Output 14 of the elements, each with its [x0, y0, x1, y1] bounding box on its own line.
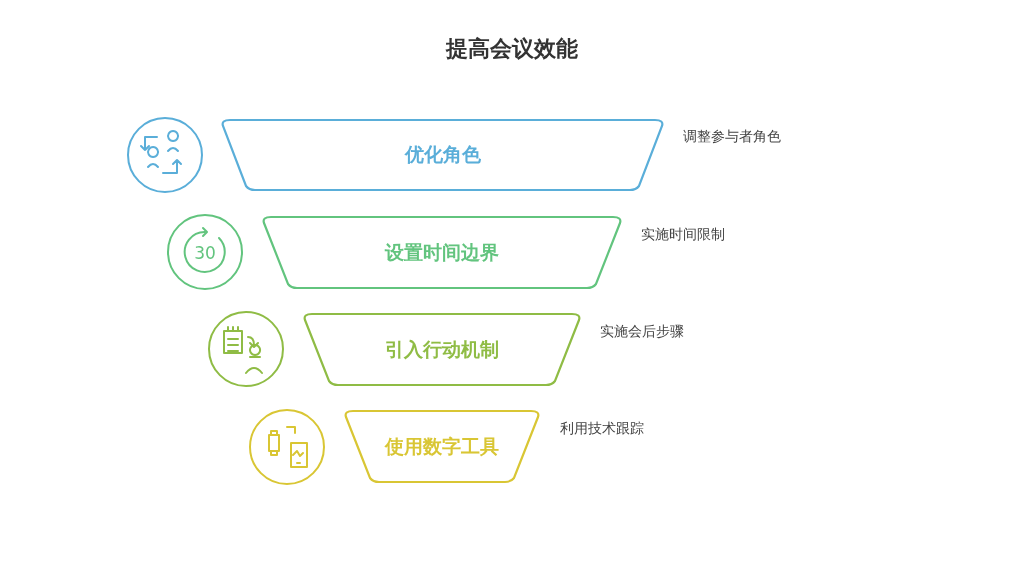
funnel-stage [302, 312, 582, 387]
stage-label: 优化角色 [403, 142, 482, 167]
stage-label: 使用数字工具 [383, 433, 500, 459]
funnel-stage [220, 118, 665, 192]
funnel-stage [261, 215, 623, 290]
funnel-stage [343, 409, 541, 484]
stage-description: 实施会后步骤 [600, 323, 684, 341]
stage-description: 利用技术跟踪 [560, 420, 644, 438]
circle-icon: 30 [166, 213, 244, 291]
stage-label: 引入行动机制 [384, 336, 500, 362]
title: 提高会议效能 [444, 35, 579, 63]
stage-description: 实施时间限制 [641, 226, 725, 244]
stage-label: 设置时间边界 [383, 239, 500, 265]
stage-description: 调整参与者角色 [683, 128, 781, 146]
